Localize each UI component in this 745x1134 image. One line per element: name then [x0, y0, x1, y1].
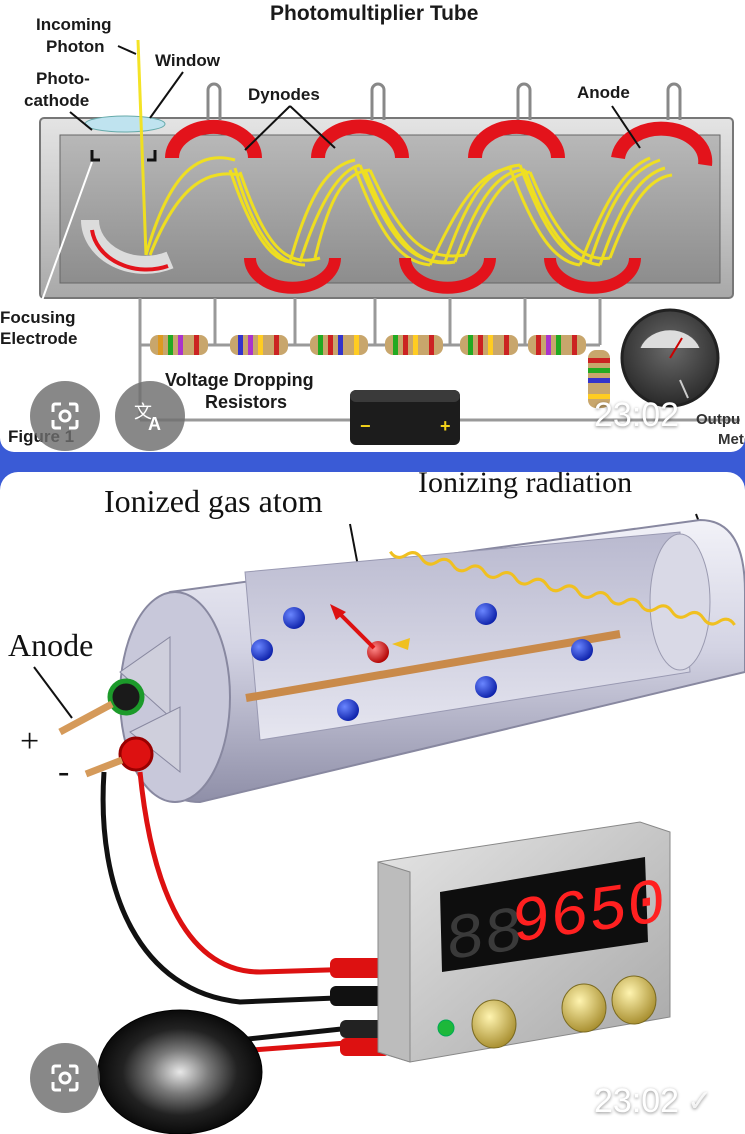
google-lens-button[interactable] — [30, 381, 100, 451]
svg-text:A: A — [148, 414, 161, 434]
svg-text:+: + — [20, 723, 39, 760]
image-message-geiger-counter[interactable]: Ionized gas atom Ionizing radiation Anod… — [0, 472, 745, 1134]
power-led — [437, 1019, 455, 1037]
speaker — [97, 1009, 263, 1134]
svg-text:cathode: cathode — [24, 91, 89, 110]
gas-ions — [251, 603, 593, 721]
svg-text:Meter: Meter — [718, 431, 745, 448]
timestamp-text: 23:02 — [594, 1082, 680, 1120]
anode-wire — [245, 630, 621, 702]
svg-text:Resistors: Resistors — [205, 392, 287, 412]
anode-terminal — [107, 678, 145, 716]
svg-text:文: 文 — [134, 402, 152, 422]
svg-text:Window: Window — [155, 51, 221, 70]
google-lens-icon — [51, 402, 79, 430]
svg-text:-: - — [58, 753, 69, 790]
translate-icon: 文 A — [134, 402, 161, 434]
google-lens-icon — [51, 1064, 79, 1092]
electron-beams — [136, 39, 673, 267]
svg-text:Focusing: Focusing — [0, 308, 76, 327]
message-timestamp: 23:02 — [594, 396, 679, 435]
svg-text:Photon: Photon — [46, 37, 105, 56]
svg-text:Anode: Anode — [577, 83, 630, 102]
geiger-counter-diagram: Ionized gas atom Ionizing radiation Anod… — [8, 472, 745, 1134]
voltage-resistors — [150, 335, 610, 408]
counter-knobs — [471, 975, 657, 1049]
cathode-terminal — [118, 736, 154, 772]
svg-text:Ionized gas atom: Ionized gas atom — [104, 483, 323, 519]
tube-interior — [244, 531, 691, 741]
svg-text:Photo-: Photo- — [36, 69, 90, 88]
svg-text:Anode: Anode — [8, 627, 93, 663]
battery — [350, 390, 460, 445]
translate-button[interactable]: 文 A — [115, 381, 185, 451]
svg-text:Photomultiplier Tube: Photomultiplier Tube — [270, 2, 478, 25]
svg-text:Outpu: Outpu — [696, 411, 740, 428]
svg-text:Voltage Dropping: Voltage Dropping — [165, 370, 314, 390]
counter-display — [440, 857, 648, 972]
google-lens-button[interactable] — [30, 1043, 100, 1113]
dynodes-bottom — [244, 257, 641, 294]
image-message-photomultiplier[interactable]: − + Photomultiplier Tube Incoming Photon… — [0, 0, 745, 452]
svg-text:Electrode: Electrode — [0, 329, 77, 348]
svg-text:+: + — [440, 416, 451, 436]
message-timestamp: 23:02 ✓ — [594, 1082, 712, 1121]
radiation-wave — [389, 550, 736, 626]
window-shape — [84, 115, 166, 133]
read-receipt-icon: ✓ — [687, 1085, 713, 1118]
svg-text:Incoming: Incoming — [36, 15, 112, 34]
photomultiplier-diagram: − + Photomultiplier Tube Incoming Photon… — [0, 2, 745, 448]
svg-text:Dynodes: Dynodes — [248, 85, 320, 104]
svg-text:−: − — [360, 416, 371, 436]
svg-text:Ionizing radiation: Ionizing radiation — [418, 472, 632, 499]
svg-text:88: 88 — [446, 896, 523, 979]
timestamp-text: 23:02 — [594, 396, 680, 434]
